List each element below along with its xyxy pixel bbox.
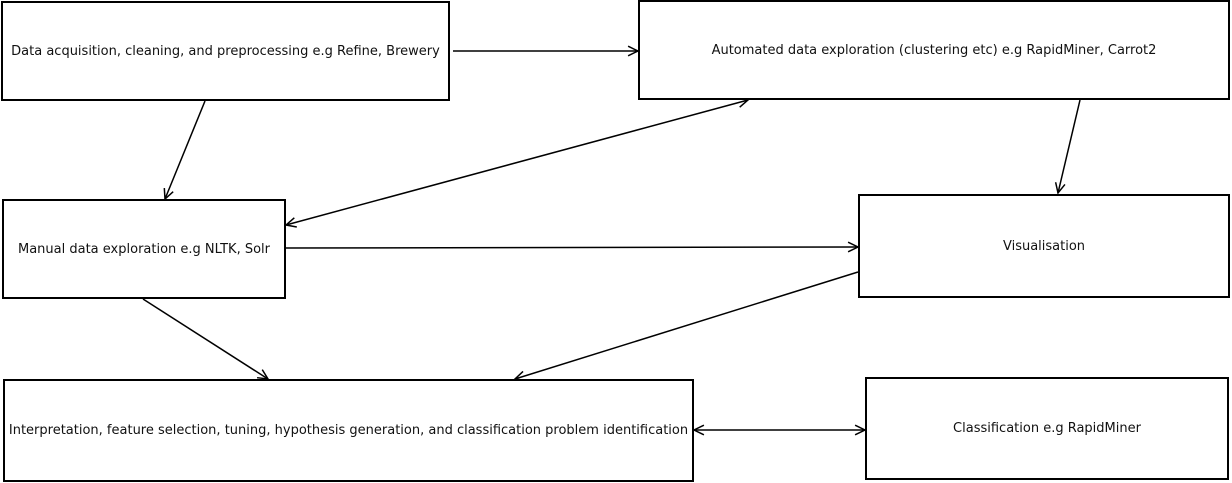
node-data-acquisition[interactable]: Data acquisition, cleaning, and preproce… bbox=[1, 1, 450, 101]
edge-manual-to-interpretation bbox=[142, 298, 269, 380]
arrowhead-classification-to-interpretation bbox=[692, 424, 705, 436]
node-manual-exploration-label: Manual data exploration e.g NLTK, Solr bbox=[18, 241, 270, 257]
node-classification[interactable]: Classification e.g RapidMiner bbox=[865, 377, 1229, 480]
arrowhead-automated-to-manual bbox=[284, 217, 297, 228]
node-classification-label: Classification e.g RapidMiner bbox=[953, 421, 1141, 436]
arrowhead-automated-to-visualisation bbox=[1054, 182, 1066, 195]
edge-automated-to-visualisation bbox=[1057, 99, 1081, 194]
edge-acquisition-to-manual bbox=[164, 100, 206, 200]
edge-automated-to-manual bbox=[285, 99, 749, 226]
node-manual-exploration[interactable]: Manual data exploration e.g NLTK, Solr bbox=[2, 199, 286, 299]
node-interpretation-label: Interpretation, feature selection, tunin… bbox=[8, 423, 689, 438]
node-data-acquisition-label: Data acquisition, cleaning, and preproce… bbox=[11, 43, 440, 59]
node-interpretation[interactable]: Interpretation, feature selection, tunin… bbox=[3, 379, 694, 482]
node-automated-exploration-label: Automated data exploration (clustering e… bbox=[711, 42, 1157, 58]
node-visualisation-label: Visualisation bbox=[1002, 238, 1086, 254]
node-automated-exploration[interactable]: Automated data exploration (clustering e… bbox=[638, 0, 1230, 100]
edge-visualisation-to-interpretation bbox=[514, 271, 859, 380]
edge-manual-to-visualisation bbox=[285, 246, 859, 249]
node-visualisation[interactable]: Visualisation bbox=[858, 194, 1230, 298]
arrowhead-manual-to-interpretation bbox=[256, 369, 270, 380]
